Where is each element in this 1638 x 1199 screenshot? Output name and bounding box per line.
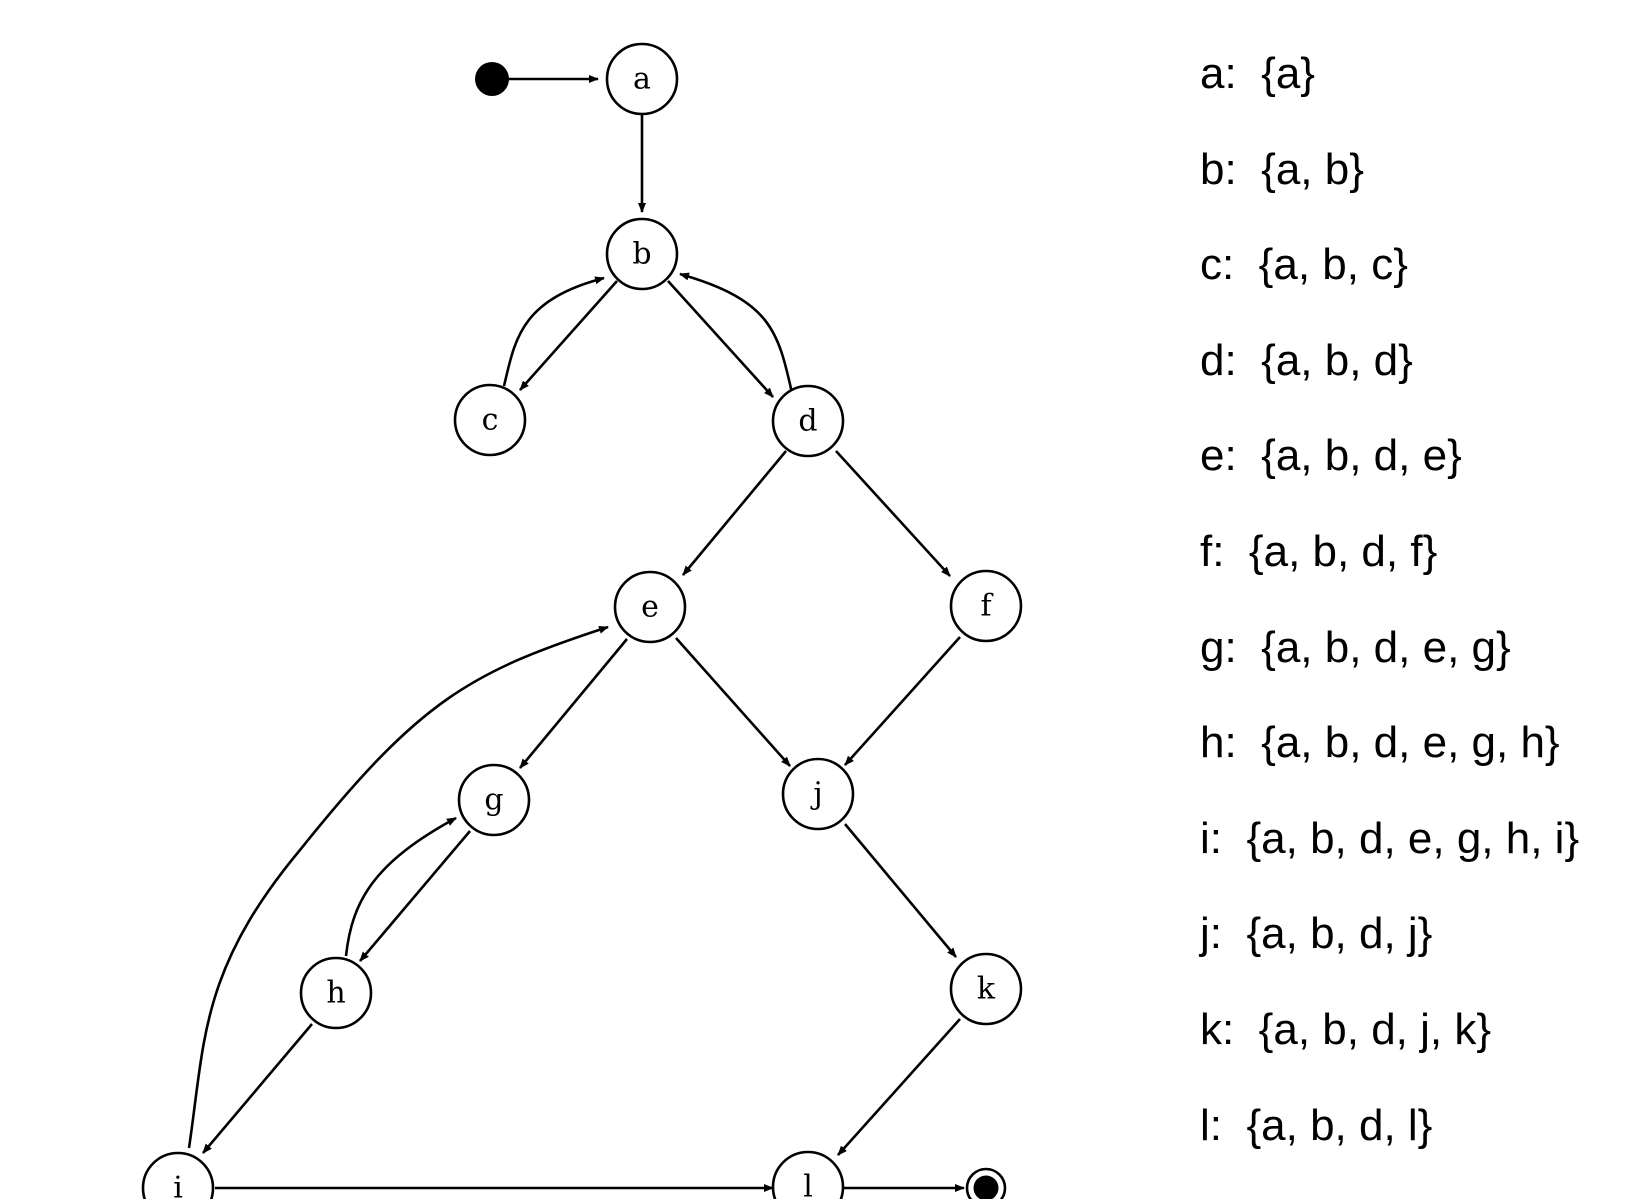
set-entry-d: d: {a, b, d} xyxy=(1200,335,1413,385)
node-label: c xyxy=(482,403,499,438)
node-label: l xyxy=(803,1170,813,1199)
node-f: f xyxy=(949,569,1023,643)
set-entry-e: e: {a, b, d, e} xyxy=(1200,431,1462,481)
node-l: l xyxy=(771,1150,845,1199)
node-b: b xyxy=(605,217,679,291)
edges-layer xyxy=(187,75,965,1192)
edge-c-b xyxy=(502,276,605,387)
set-entry-b: b: {a, b} xyxy=(1200,144,1364,194)
set-entry-l: l: {a, b, d, l} xyxy=(1200,1100,1433,1150)
set-entry-g: g: {a, b, d, e, g} xyxy=(1200,622,1511,672)
edge-f-j xyxy=(844,636,961,766)
node-label: b xyxy=(632,237,651,272)
set-entry-j: j: {a, b, d, j} xyxy=(1200,909,1433,959)
node-i: i xyxy=(141,1151,215,1199)
edge-d-b xyxy=(679,272,794,394)
node-label: e xyxy=(641,590,659,625)
edge-i-e xyxy=(187,625,609,1149)
node-d: d xyxy=(771,384,845,458)
end-node xyxy=(965,1167,1007,1199)
set-entry-c: c: {a, b, c} xyxy=(1200,240,1408,290)
set-entry-a: a: {a} xyxy=(1200,49,1316,98)
node-label: i xyxy=(173,1171,183,1199)
node-label: f xyxy=(980,589,993,624)
node-label: h xyxy=(326,976,345,1011)
edge-j-k xyxy=(844,823,957,958)
node-e: e xyxy=(613,570,687,644)
set-entry-f: f: {a, b, d, f} xyxy=(1200,526,1438,576)
edge-b-c xyxy=(519,280,618,391)
start-node xyxy=(475,62,509,96)
edge-d-e xyxy=(681,450,788,576)
node-g: g xyxy=(457,763,531,837)
flow-graph: a b c d e f g h i j k l xyxy=(141,42,1023,1199)
edge-b-d xyxy=(667,280,774,398)
edge-k-l xyxy=(837,1018,961,1156)
node-label: a xyxy=(633,62,651,97)
dominator-sets-list: a: {a} b: {a, b} c: {a, b, c} d: {a, b, … xyxy=(1200,44,1579,1191)
node-c: c xyxy=(453,383,527,457)
edge-h-g xyxy=(344,816,457,957)
edge-d-f xyxy=(835,450,951,577)
node-label: d xyxy=(798,404,817,439)
node-h: h xyxy=(299,956,373,1030)
set-entry-k: k: {a, b, d, j, k} xyxy=(1200,1004,1492,1054)
node-j: j xyxy=(781,757,855,831)
edge-h-i xyxy=(202,1023,313,1154)
edge-e-j xyxy=(675,637,791,767)
node-label: j xyxy=(810,777,822,812)
node-label: g xyxy=(484,783,503,818)
edge-e-g xyxy=(518,638,629,769)
set-entry-h: h: {a, b, d, e, g, h} xyxy=(1200,718,1560,768)
set-entry-i: i: {a, b, d, e, g, h, i} xyxy=(1200,813,1580,863)
node-k: k xyxy=(949,952,1023,1026)
node-label: k xyxy=(977,972,996,1007)
edge-g-h xyxy=(359,830,471,962)
node-a: a xyxy=(605,42,679,116)
